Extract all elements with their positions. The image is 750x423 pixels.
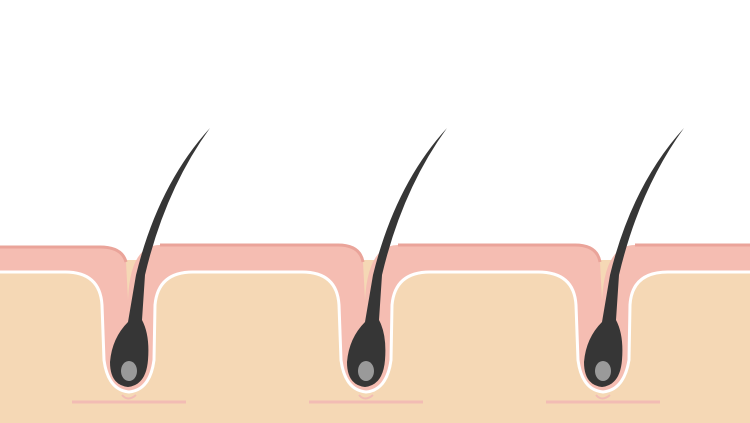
hair-follicle-3	[546, 128, 684, 404]
hair-strand	[110, 128, 210, 387]
dermal-papilla	[121, 361, 137, 381]
epidermis-top-edge	[0, 243, 750, 263]
hair-follicle-1	[72, 128, 210, 404]
hair-follicle-2	[309, 128, 447, 404]
follicle-base-tick	[358, 394, 374, 400]
follicle-base-tick	[595, 394, 611, 400]
follicle-base-tick	[121, 394, 137, 400]
dermal-papilla	[595, 361, 611, 381]
hair-strand	[584, 128, 684, 387]
hair-strand	[347, 128, 447, 387]
skin-boundary-line	[0, 270, 750, 394]
dermal-papilla	[358, 361, 374, 381]
